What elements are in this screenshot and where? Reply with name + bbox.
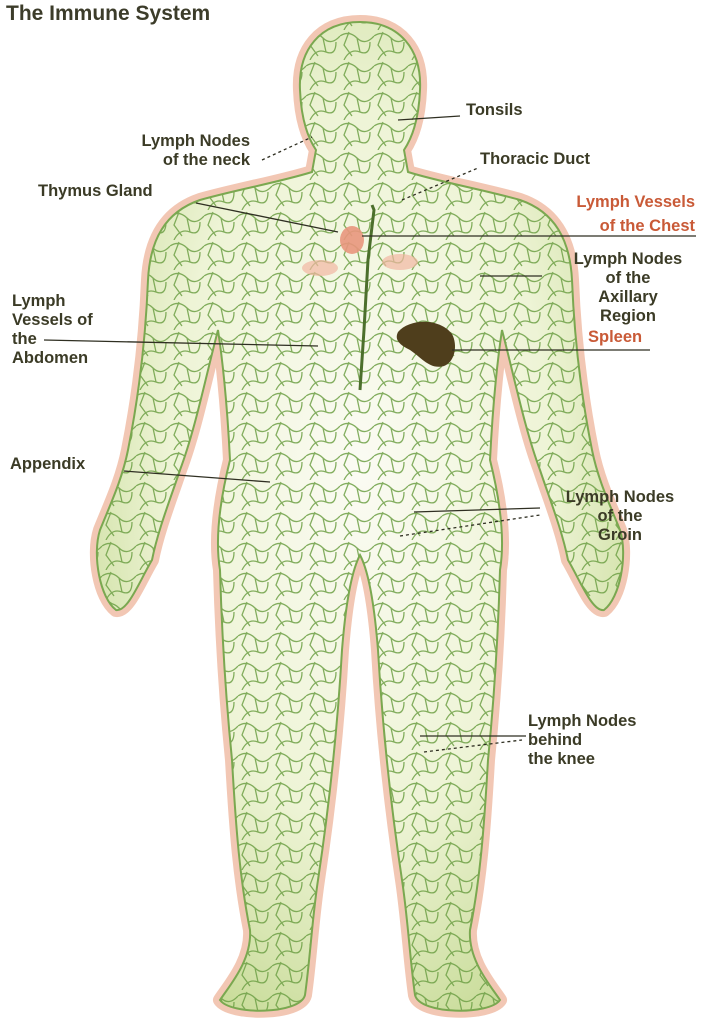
label-axillary-line3: Axillary — [540, 288, 716, 307]
label-chest-line2: of the Chest — [520, 214, 695, 238]
diagram-title: The Immune System — [6, 2, 210, 26]
label-knee-nodes: Lymph Nodes behind the knee — [528, 712, 636, 769]
label-thymus-gland: Thymus Gland — [38, 182, 153, 201]
label-neck-line2: of the neck — [78, 151, 250, 170]
label-knee-line1: Lymph Nodes — [528, 712, 636, 731]
label-tonsils: Tonsils — [466, 101, 523, 120]
label-knee-line2: behind — [528, 731, 636, 750]
label-appendix: Appendix — [10, 455, 85, 474]
label-axillary-line1: Lymph Nodes — [540, 250, 716, 269]
label-chest-line1: Lymph Vessels — [520, 190, 695, 214]
label-groin-line2: of the — [532, 507, 708, 526]
label-abdomen-vessels: Lymph Vessels of the Abdomen — [12, 292, 93, 368]
label-spleen: Spleen — [588, 328, 642, 347]
label-groin-nodes: Lymph Nodes of the Groin — [532, 488, 708, 545]
label-axillary-line4: Region — [540, 307, 716, 326]
label-knee-line3: the knee — [528, 750, 636, 769]
label-groin-line3: Groin — [532, 526, 708, 545]
label-abdomen-line2: Vessels of — [12, 311, 93, 330]
label-abdomen-line1: Lymph — [12, 292, 93, 311]
label-neck-nodes: Lymph Nodes of the neck — [78, 132, 250, 170]
label-abdomen-line3: the — [12, 330, 93, 349]
label-axillary-nodes: Lymph Nodes of the Axillary Region — [540, 250, 716, 326]
label-groin-line1: Lymph Nodes — [532, 488, 708, 507]
label-neck-line1: Lymph Nodes — [78, 132, 250, 151]
label-chest-vessels: Lymph Vessels of the Chest — [520, 190, 695, 238]
label-abdomen-line4: Abdomen — [12, 349, 93, 368]
label-thoracic-duct: Thoracic Duct — [480, 150, 590, 169]
label-axillary-line2: of the — [540, 269, 716, 288]
